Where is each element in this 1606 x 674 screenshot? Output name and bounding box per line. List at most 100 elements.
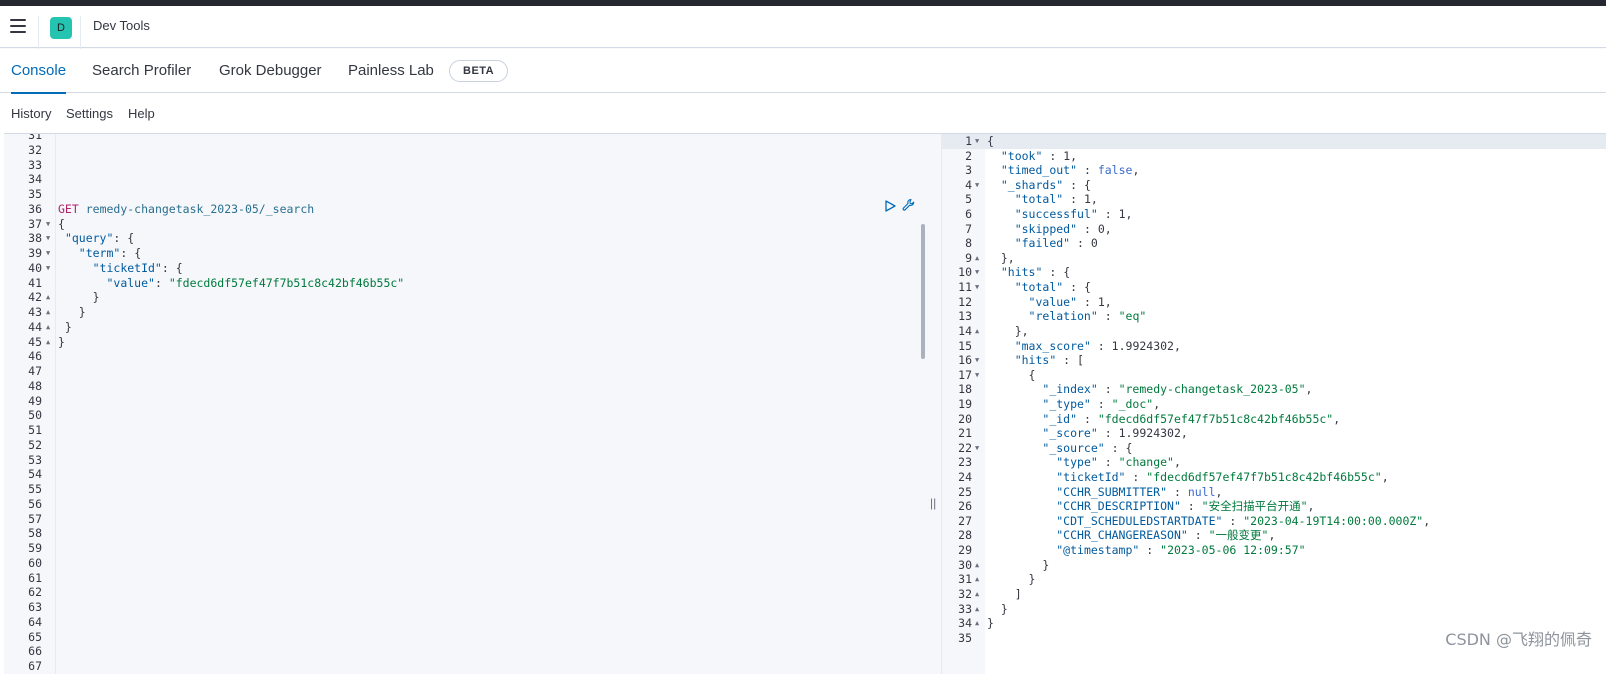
history-link[interactable]: History	[11, 106, 52, 121]
beta-badge: BETA	[449, 60, 509, 82]
code-text: }	[987, 601, 1008, 616]
fold-expand-icon[interactable]: ▲	[975, 575, 980, 584]
help-link[interactable]: Help	[128, 106, 155, 121]
request-line: 66	[4, 644, 946, 659]
code-text: "value": "fdecd6df57ef47f7b51c8c42bf46b5…	[106, 275, 405, 290]
fold-expand-icon[interactable]: ▲	[975, 326, 980, 335]
code-text: "total" : {	[1014, 280, 1091, 295]
line-number: 27	[958, 513, 972, 528]
tab-search-profiler[interactable]: Search Profiler	[92, 62, 192, 79]
fold-expand-icon[interactable]: ▲	[975, 589, 980, 598]
request-line: 37▼{	[4, 217, 946, 232]
response-line: 29 "@timestamp" : "2023-05-06 12:09:57"	[942, 543, 1606, 558]
response-code[interactable]: 1▼{2 "took" : 1,3 "timed_out" : false,4▼…	[942, 134, 1606, 645]
tab-console[interactable]: Console	[11, 49, 67, 94]
request-line: 43▲ }	[4, 305, 946, 320]
wrench-icon[interactable]	[902, 198, 916, 212]
hamburger-menu-icon[interactable]	[10, 19, 26, 33]
request-line: 32	[4, 143, 946, 158]
line-number: 29	[958, 543, 972, 558]
space-avatar[interactable]: D	[50, 17, 72, 39]
request-line: 58	[4, 526, 946, 541]
code-text: },	[987, 250, 1015, 265]
settings-link[interactable]: Settings	[66, 106, 113, 121]
code-text: "CCHR_DESCRIPTION" : "安全扫描平台开通",	[1056, 499, 1315, 514]
fold-expand-icon[interactable]: ▲	[46, 308, 51, 316]
request-line: 60	[4, 556, 946, 571]
fold-collapse-icon[interactable]: ▼	[975, 370, 980, 379]
response-line: 2 "took" : 1,	[942, 149, 1606, 164]
line-number: 15	[958, 338, 972, 353]
fold-expand-icon[interactable]: ▲	[975, 253, 980, 262]
line-number: 33	[28, 157, 42, 172]
fold-expand-icon[interactable]: ▲	[975, 604, 980, 613]
fold-collapse-icon[interactable]: ▼	[46, 219, 51, 228]
line-number: 35	[28, 187, 42, 201]
code-text: "_shards" : {	[1000, 177, 1091, 192]
fold-collapse-icon[interactable]: ▼	[46, 234, 51, 243]
request-line: 39▼ "term": {	[4, 246, 946, 261]
line-number: 58	[28, 526, 42, 541]
fold-expand-icon[interactable]: ▲	[46, 293, 51, 302]
fold-expand-icon[interactable]: ▲	[975, 619, 980, 628]
line-number: 20	[958, 411, 972, 426]
line-number: 64	[28, 614, 42, 629]
line-number: 39	[28, 246, 42, 260]
fold-expand-icon[interactable]: ▲	[46, 322, 51, 331]
fold-collapse-icon[interactable]: ▼	[975, 137, 980, 145]
response-line: 31▲ }	[942, 572, 1606, 587]
response-output[interactable]: 1▼{2 "took" : 1,3 "timed_out" : false,4▼…	[941, 133, 1606, 674]
code-text: "_id" : "fdecd6df57ef47f7b51c8c42bf46b55…	[1042, 411, 1341, 426]
fold-collapse-icon[interactable]: ▼	[975, 180, 980, 189]
line-number: 50	[28, 408, 42, 423]
fold-collapse-icon[interactable]: ▼	[975, 268, 980, 277]
line-number: 63	[28, 600, 42, 614]
code-text: }	[58, 305, 86, 319]
request-line: 33	[4, 158, 946, 173]
response-line: 1▼{	[942, 134, 1606, 149]
request-line: 38▼ "query": {	[4, 231, 946, 246]
header-separator	[80, 16, 81, 50]
code-text: }	[987, 572, 1036, 587]
fold-collapse-icon[interactable]: ▼	[46, 249, 51, 257]
line-number: 25	[958, 484, 972, 499]
line-number: 34	[28, 172, 42, 187]
line-number: 38	[28, 231, 42, 246]
response-line: 27 "CDT_SCHEDULEDSTARTDATE" : "2023-04-1…	[942, 514, 1606, 529]
tab-grok-debugger[interactable]: Grok Debugger	[219, 62, 322, 79]
response-line: 33▲ }	[942, 602, 1606, 617]
request-line: 42▲ }	[4, 290, 946, 305]
line-number: 59	[28, 541, 42, 555]
line-number: 13	[958, 309, 972, 324]
line-number: 60	[28, 555, 42, 570]
editor-gutter	[4, 134, 56, 674]
code-text: "value" : 1,	[1028, 294, 1112, 309]
code-text: "successful" : 1,	[1014, 207, 1133, 222]
tab-painless-lab[interactable]: Painless Lab	[348, 62, 434, 79]
line-number: 45	[28, 334, 42, 349]
line-number: 46	[28, 349, 42, 364]
fold-collapse-icon[interactable]: ▼	[46, 263, 51, 272]
editor-scrollbar[interactable]	[921, 224, 925, 359]
request-line: 54	[4, 467, 946, 482]
line-number: 52	[28, 437, 42, 452]
resize-handle-icon[interactable]: ||	[930, 496, 937, 510]
line-number: 37	[28, 216, 42, 231]
request-line: 49	[4, 394, 946, 409]
fold-collapse-icon[interactable]: ▼	[975, 283, 980, 292]
line-number: 57	[28, 511, 42, 526]
fold-expand-icon[interactable]: ▲	[975, 560, 980, 569]
request-line: 45▲}	[4, 335, 946, 350]
fold-collapse-icon[interactable]: ▼	[975, 443, 980, 452]
request-line: 56	[4, 497, 946, 512]
response-line: 19 "_type" : "_doc",	[942, 397, 1606, 412]
fold-collapse-icon[interactable]: ▼	[975, 356, 980, 365]
line-number: 55	[28, 482, 42, 496]
fold-expand-icon[interactable]: ▲	[46, 337, 51, 346]
run-request-icon[interactable]	[884, 200, 896, 212]
code-text: "took" : 1,	[1000, 148, 1078, 163]
request-line: 41 "value": "fdecd6df57ef47f7b51c8c42bf4…	[4, 276, 946, 291]
line-number: 40	[28, 260, 42, 275]
